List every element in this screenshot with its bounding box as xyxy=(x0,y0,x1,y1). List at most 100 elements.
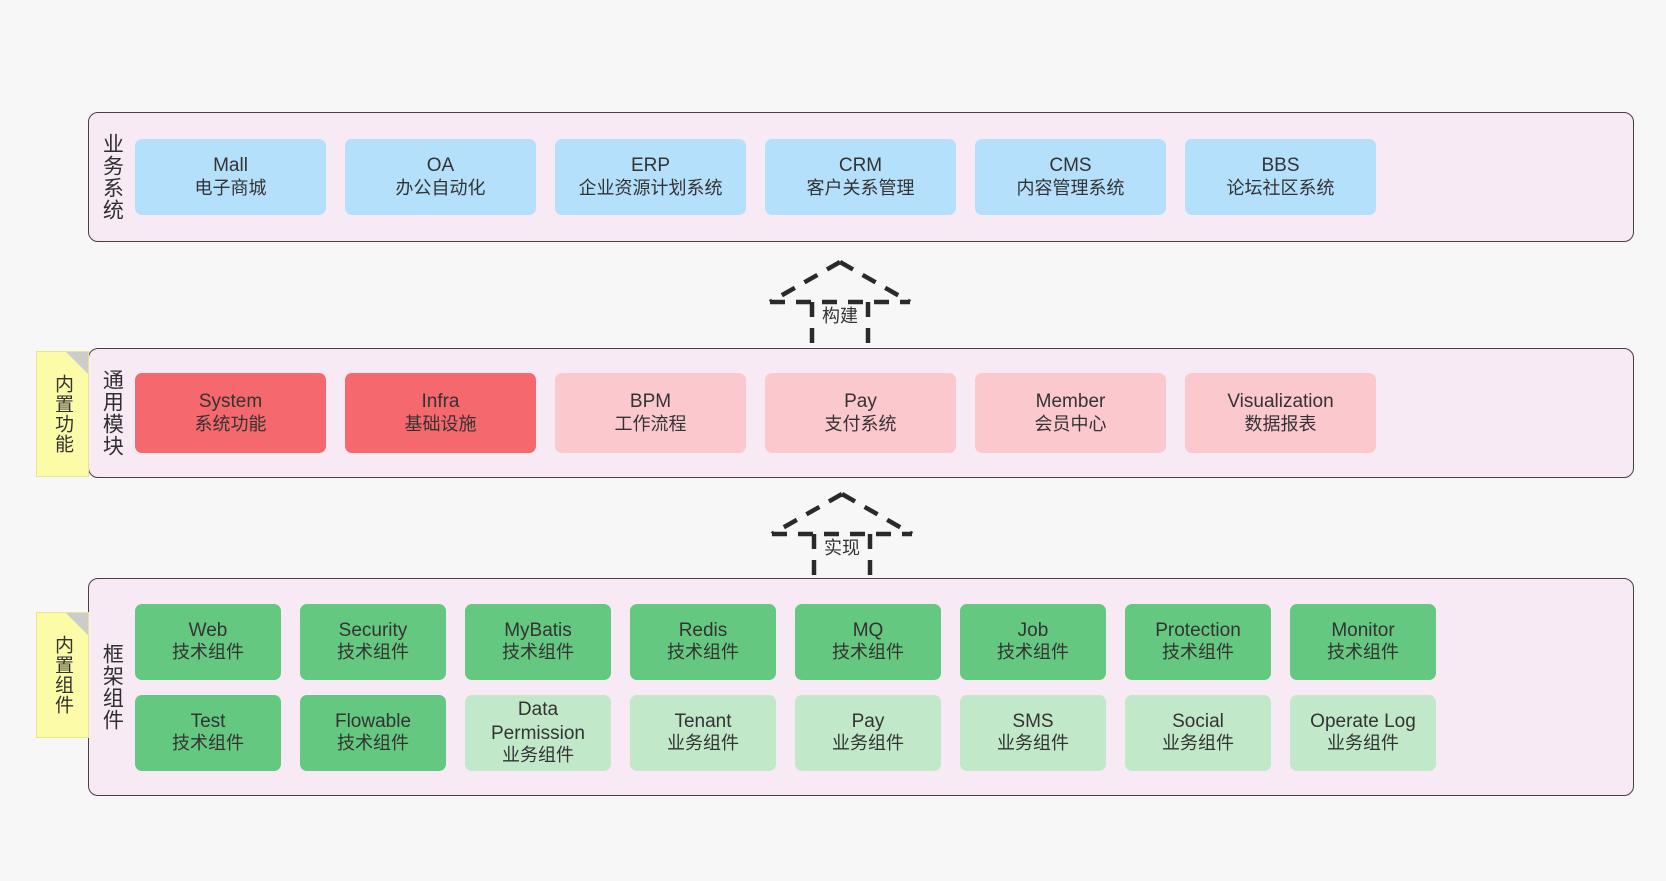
tile-job-title: Job xyxy=(1017,619,1049,641)
tile-data-permission-title: Data Permission xyxy=(491,699,585,744)
tile-social-subtitle: 业务组件 xyxy=(1162,733,1234,754)
layer-business-systems: 业务系统 Mall 电子商城 OA 办公自动化 ERP 企业资源计划系统 CRM… xyxy=(88,112,1634,242)
tile-redis-subtitle: 技术组件 xyxy=(667,642,739,663)
tile-member[interactable]: Member 会员中心 xyxy=(975,373,1166,453)
tile-job[interactable]: Job 技术组件 xyxy=(960,603,1106,680)
tile-member-title: Member xyxy=(1035,391,1106,413)
tile-erp-title: ERP xyxy=(630,155,671,177)
tile-monitor-subtitle: 技术组件 xyxy=(1327,642,1399,663)
tile-pay-component[interactable]: Pay 业务组件 xyxy=(795,694,941,771)
tile-pay-component-title: Pay xyxy=(851,710,885,732)
tile-cms[interactable]: CMS 内容管理系统 xyxy=(975,139,1166,215)
tile-protection-title: Protection xyxy=(1155,619,1241,641)
tile-security-title: Security xyxy=(338,619,408,641)
tile-oa-title: OA xyxy=(426,155,455,177)
tile-infra-subtitle: 基础设施 xyxy=(404,413,477,434)
tile-visualization-title: Visualization xyxy=(1227,391,1334,413)
tile-job-subtitle: 技术组件 xyxy=(997,642,1069,663)
tile-operate-log[interactable]: Operate Log 业务组件 xyxy=(1290,694,1436,771)
layer-framework-components: 框架组件 Web 技术组件 Security 技术组件 MyBatis 技术组件… xyxy=(88,578,1634,796)
layer-title-modules: 通用模块 xyxy=(100,369,124,457)
arrow-build-label: 构建 xyxy=(822,306,858,326)
layer-common-modules: 通用模块 System 系统功能 Infra 基础设施 BPM 工作流程 Pay… xyxy=(88,348,1634,478)
tile-protection[interactable]: Protection 技术组件 xyxy=(1125,603,1271,680)
tile-crm-subtitle: 客户关系管理 xyxy=(806,177,915,198)
tile-redis-title: Redis xyxy=(678,619,728,641)
tile-bpm-title: BPM xyxy=(629,391,672,413)
tile-visualization-subtitle: 数据报表 xyxy=(1244,413,1317,434)
tile-system[interactable]: System 系统功能 xyxy=(135,373,326,453)
tile-pay-module[interactable]: Pay 支付系统 xyxy=(765,373,956,453)
tile-mall[interactable]: Mall 电子商城 xyxy=(135,139,326,215)
tile-mall-subtitle: 电子商城 xyxy=(194,177,267,198)
tile-web-title: Web xyxy=(188,619,228,641)
tile-operate-log-title: Operate Log xyxy=(1310,710,1416,732)
tile-monitor-title: Monitor xyxy=(1331,619,1395,641)
tile-redis[interactable]: Redis 技术组件 xyxy=(630,603,776,680)
tile-mq-title: MQ xyxy=(852,619,884,641)
tile-mybatis-subtitle: 技术组件 xyxy=(502,642,574,663)
tile-mq-subtitle: 技术组件 xyxy=(832,642,904,663)
tile-social[interactable]: Social 业务组件 xyxy=(1125,694,1271,771)
arrow-realize: 实现 xyxy=(762,488,922,587)
tile-tenant-title: Tenant xyxy=(674,710,732,732)
tile-tenant[interactable]: Tenant 业务组件 xyxy=(630,694,776,771)
tile-data-permission-subtitle: 业务组件 xyxy=(502,744,574,765)
tile-visualization[interactable]: Visualization 数据报表 xyxy=(1185,373,1376,453)
tile-crm-title: CRM xyxy=(838,155,883,177)
tile-oa-subtitle: 办公自动化 xyxy=(395,177,486,198)
note-builtin-function: 内置功能 xyxy=(36,351,89,477)
tile-test[interactable]: Test 技术组件 xyxy=(135,694,281,771)
tile-flowable[interactable]: Flowable 技术组件 xyxy=(300,694,446,771)
tile-infra[interactable]: Infra 基础设施 xyxy=(345,373,536,453)
arrow-realize-head xyxy=(770,492,914,537)
tile-bbs-subtitle: 论坛社区系统 xyxy=(1226,177,1335,198)
modules-tile-row: System 系统功能 Infra 基础设施 BPM 工作流程 Pay 支付系统… xyxy=(135,373,1619,453)
tile-system-subtitle: 系统功能 xyxy=(194,413,267,434)
layer-title-business: 业务系统 xyxy=(100,133,124,221)
tile-pay-module-subtitle: 支付系统 xyxy=(824,413,897,434)
tile-mall-title: Mall xyxy=(213,155,248,177)
tile-data-permission[interactable]: Data Permission 业务组件 xyxy=(465,694,611,771)
arrow-build: 构建 xyxy=(760,256,920,355)
tile-bbs[interactable]: BBS 论坛社区系统 xyxy=(1185,139,1376,215)
tile-oa[interactable]: OA 办公自动化 xyxy=(345,139,536,215)
tile-security-subtitle: 技术组件 xyxy=(337,642,409,663)
tile-bpm[interactable]: BPM 工作流程 xyxy=(555,373,746,453)
note-builtin-component-label: 内置组件 xyxy=(52,635,73,715)
tile-flowable-subtitle: 技术组件 xyxy=(337,733,409,754)
tile-system-title: System xyxy=(198,391,263,413)
tile-test-title: Test xyxy=(190,710,226,732)
tile-web-subtitle: 技术组件 xyxy=(172,642,244,663)
tile-flowable-title: Flowable xyxy=(334,710,412,732)
arrow-realize-label: 实现 xyxy=(824,538,860,558)
tile-monitor[interactable]: Monitor 技术组件 xyxy=(1290,603,1436,680)
tile-erp-subtitle: 企业资源计划系统 xyxy=(578,177,723,198)
tile-crm[interactable]: CRM 客户关系管理 xyxy=(765,139,956,215)
layer-body-framework: Web 技术组件 Security 技术组件 MyBatis 技术组件 Redi… xyxy=(133,579,1633,795)
note-fold-corner-icon xyxy=(66,613,88,635)
tile-bpm-subtitle: 工作流程 xyxy=(614,413,687,434)
tile-web[interactable]: Web 技术组件 xyxy=(135,603,281,680)
tile-security[interactable]: Security 技术组件 xyxy=(300,603,446,680)
tile-mybatis-title: MyBatis xyxy=(504,619,572,641)
tile-sms[interactable]: SMS 业务组件 xyxy=(960,694,1106,771)
tile-infra-title: Infra xyxy=(421,391,460,413)
layer-body-business: Mall 电子商城 OA 办公自动化 ERP 企业资源计划系统 CRM 客户关系… xyxy=(133,113,1633,241)
layer-title-framework: 框架组件 xyxy=(100,643,124,731)
tile-erp[interactable]: ERP 企业资源计划系统 xyxy=(555,139,746,215)
framework-tile-row-2: Test 技术组件 Flowable 技术组件 Data Permission … xyxy=(135,694,1619,771)
tile-mybatis[interactable]: MyBatis 技术组件 xyxy=(465,603,611,680)
business-tile-row: Mall 电子商城 OA 办公自动化 ERP 企业资源计划系统 CRM 客户关系… xyxy=(135,139,1619,215)
tile-operate-log-subtitle: 业务组件 xyxy=(1327,733,1399,754)
arrow-build-head xyxy=(768,260,912,305)
tile-cms-title: CMS xyxy=(1049,155,1092,177)
framework-tile-row-1: Web 技术组件 Security 技术组件 MyBatis 技术组件 Redi… xyxy=(135,603,1619,680)
tile-tenant-subtitle: 业务组件 xyxy=(667,733,739,754)
note-builtin-function-label: 内置功能 xyxy=(52,374,73,454)
tile-sms-subtitle: 业务组件 xyxy=(997,733,1069,754)
tile-mq[interactable]: MQ 技术组件 xyxy=(795,603,941,680)
note-fold-corner-icon xyxy=(66,352,88,374)
tile-pay-component-subtitle: 业务组件 xyxy=(832,733,904,754)
tile-pay-module-title: Pay xyxy=(844,391,877,413)
